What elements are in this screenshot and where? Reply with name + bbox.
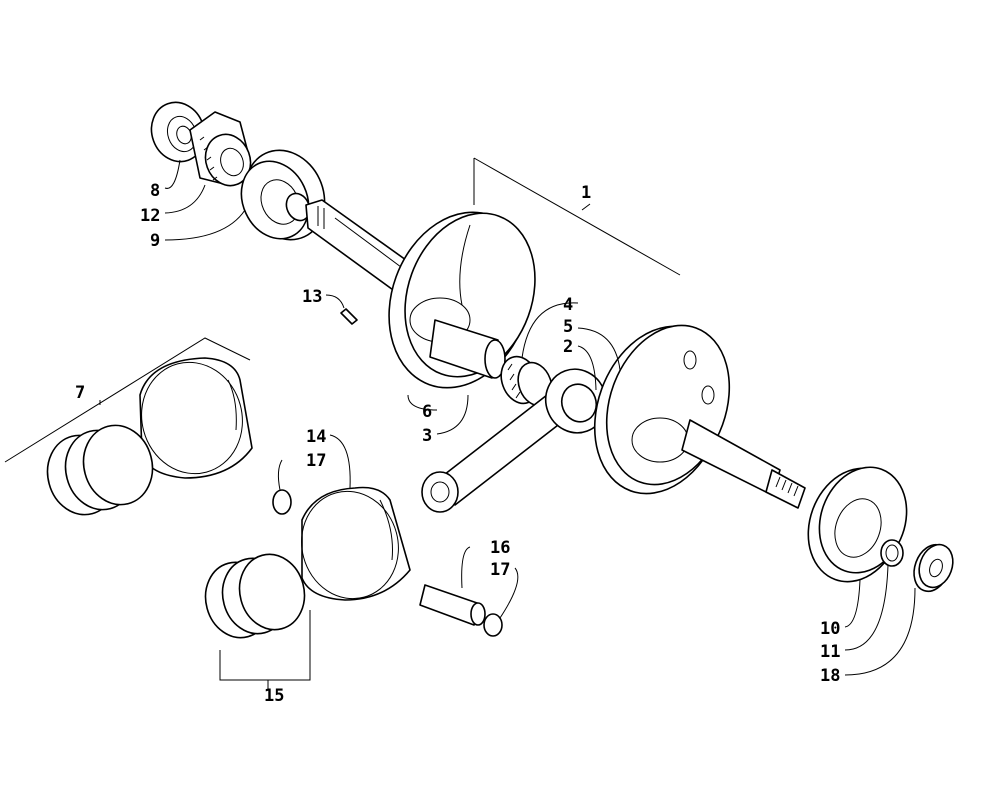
callout-7: 7 (75, 383, 85, 403)
callout-12: 12 (140, 206, 160, 226)
callout-8: 8 (150, 181, 160, 201)
callout-11: 11 (820, 642, 840, 662)
needle-bearing-4 (500, 355, 553, 407)
callout-5: 5 (563, 317, 573, 337)
callout-6: 6 (422, 402, 432, 422)
callout-leaders (4, 157, 916, 690)
connecting-rod-2 (421, 368, 608, 513)
callout-13: 13 (302, 287, 322, 307)
crankshaft-right-shaft (681, 419, 806, 509)
piston-rings-15 (204, 553, 306, 639)
callout-18: 18 (820, 666, 840, 686)
callout-10: 10 (820, 619, 840, 639)
callout-17-lower: 17 (490, 560, 510, 580)
piston-rings-7 (46, 424, 154, 516)
callout-4: 4 (563, 295, 573, 315)
callout-17-upper: 17 (306, 451, 326, 471)
crank-web-right (593, 324, 731, 495)
callout-labels: 1 2 3 4 5 6 7 8 9 10 11 12 13 14 15 16 1… (75, 181, 840, 706)
callout-9: 9 (150, 231, 160, 251)
bearing-9 (240, 149, 326, 241)
callout-15: 15 (264, 686, 284, 706)
seal-ring-11 (880, 539, 904, 567)
callout-2: 2 (563, 337, 573, 357)
callout-16: 16 (490, 538, 510, 558)
callout-1: 1 (581, 183, 591, 203)
gear-12 (189, 111, 252, 187)
piston-7 (139, 357, 253, 479)
circlip-17-upper (272, 489, 292, 515)
callout-3: 3 (422, 426, 432, 446)
piston-14 (301, 486, 411, 601)
circlip-17-lower (483, 613, 503, 637)
woodruff-key-13 (340, 308, 358, 325)
bearing-10 (807, 466, 908, 583)
piston-pin-16 (419, 584, 486, 626)
washer-18 (913, 543, 954, 593)
callout-14: 14 (306, 427, 326, 447)
crankpin-6 (429, 319, 506, 379)
